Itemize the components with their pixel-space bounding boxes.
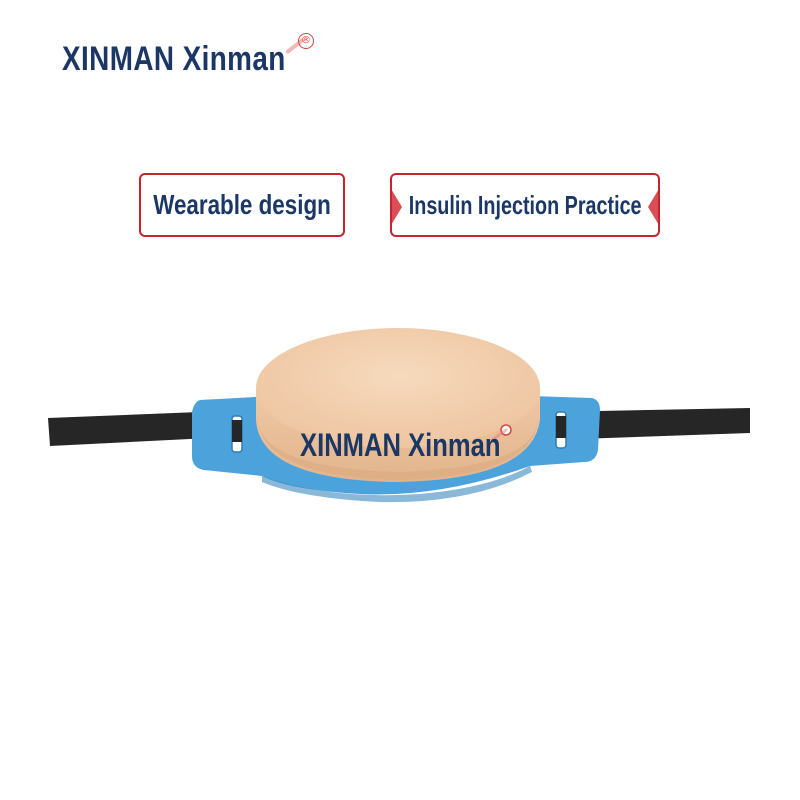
skin-pad-top [256,328,540,448]
feature-tag-label: Wearable design [153,189,331,220]
band-shadow [262,466,532,503]
product-imprint-text: XINMAN Xinman [300,427,501,463]
tag-accent-left [392,187,402,227]
injection-site-streak [490,428,508,442]
feature-tag-wearable: Wearable design [139,173,345,237]
tag-accent-right [648,187,658,227]
feature-tag-insulin-practice: Insulin Injection Practice [390,173,660,237]
brand-logo-text: XINMAN Xinman [62,40,286,78]
feature-tag-label: Insulin Injection Practice [408,189,642,220]
strap-loop-left [232,420,242,442]
strap-loop-right [556,416,566,438]
registered-trademark-icon: ® [298,33,314,49]
